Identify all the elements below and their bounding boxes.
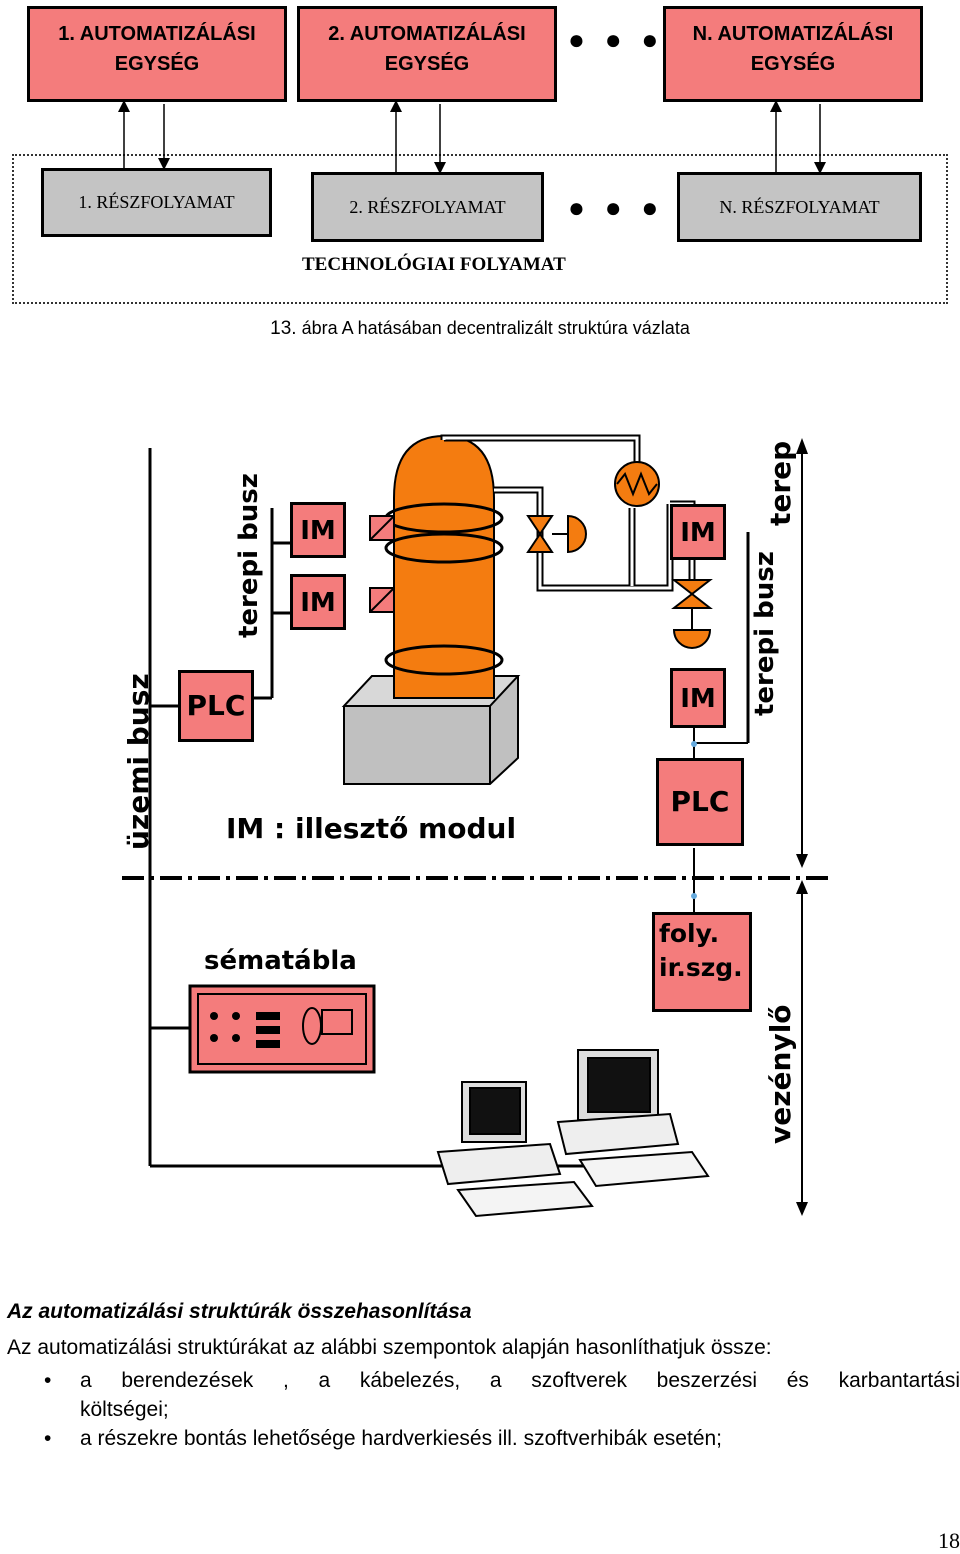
mimic-board-label: sématábla — [204, 946, 357, 976]
plc-right: PLC — [656, 758, 744, 846]
figure-field-bus-structure: PLC IM IM IM IM PLC foly. ir.szg. terepi… — [122, 398, 842, 1230]
list-item: • a berendezések , a kábelezés, a szoftv… — [0, 1366, 960, 1424]
unit-n-line1: N. AUTOMATIZÁLÁSI — [692, 23, 894, 45]
automation-unit-n: N. AUTOMATIZÁLÁSI EGYSÉG — [663, 6, 923, 102]
unit-n-line2: EGYSÉG — [750, 53, 836, 75]
workstation-1 — [436, 1081, 594, 1218]
unit-1-line2: EGYSÉG — [114, 53, 200, 75]
control-room-label: vezénylő — [764, 1004, 797, 1144]
automation-unit-1: 1. AUTOMATIZÁLÁSI EGYSÉG — [27, 6, 287, 102]
caption-number: 13. — [270, 318, 297, 339]
im-module-2: IM — [290, 574, 346, 630]
unit-1-line1: 1. AUTOMATIZÁLÁSI — [58, 23, 256, 45]
ellipsis-processes: ● ● ● — [568, 192, 665, 223]
im-module-4: IM — [670, 668, 726, 728]
bullet-icon: • — [44, 1369, 52, 1392]
unit-process-arrows — [118, 100, 826, 174]
field-bus-label-right: terepi busz — [750, 551, 780, 716]
plc-left: PLC — [178, 670, 254, 742]
technology-process-label: TECHNOLÓGIAI FOLYAMAT — [302, 254, 566, 275]
im-legend: IM : illesztő modul — [226, 812, 517, 845]
field-bus-label-left: terepi busz — [234, 473, 264, 638]
im-module-1: IM — [290, 502, 346, 558]
unit-2-line1: 2. AUTOMATIZÁLÁSI — [328, 23, 526, 45]
process-computer-line1: foly. — [659, 919, 720, 948]
process-computer: foly. ir.szg. — [652, 912, 752, 1012]
workstation-2 — [556, 1049, 710, 1188]
figure-caption: 13. ábra A hatásában decentralizált stru… — [0, 318, 960, 340]
plant-bus-label: üzemi busz — [122, 673, 155, 850]
automation-unit-2: 2. AUTOMATIZÁLÁSI EGYSÉG — [297, 6, 557, 102]
caption-text: ábra A hatásában decentralizált struktúr… — [301, 318, 690, 338]
unit-2-line2: EGYSÉG — [384, 53, 470, 75]
im-module-3: IM — [670, 504, 726, 560]
list-item: • a részekre bontás lehetősége hardverki… — [0, 1424, 960, 1453]
intro-paragraph: Az automatizálási struktúrákat az alábbi… — [7, 1336, 772, 1359]
sub-process-n: N. RÉSZFOLYAMAT — [677, 172, 922, 242]
comparison-list: • a berendezések , a kábelezés, a szoftv… — [0, 1366, 960, 1453]
technology-process-frame — [12, 154, 948, 304]
section-heading: Az automatizálási struktúrák összehasonl… — [7, 1300, 472, 1323]
list-item-line1: a részekre bontás lehetősége hardverkies… — [80, 1427, 723, 1450]
bullet-icon: • — [44, 1427, 52, 1450]
list-item-line1: a berendezések , a kábelezés, a szoftver… — [80, 1369, 960, 1392]
list-item-line2: költségei; — [80, 1398, 169, 1421]
sub-process-2: 2. RÉSZFOLYAMAT — [311, 172, 544, 242]
sub-process-1: 1. RÉSZFOLYAMAT — [41, 168, 272, 237]
field-bus-drawing — [122, 434, 828, 1218]
field-label: terep — [764, 440, 797, 526]
process-computer-line2: ir.szg. — [659, 953, 743, 982]
ellipsis-units: ● ● ● — [568, 24, 665, 55]
page-number: 18 — [938, 1528, 960, 1553]
